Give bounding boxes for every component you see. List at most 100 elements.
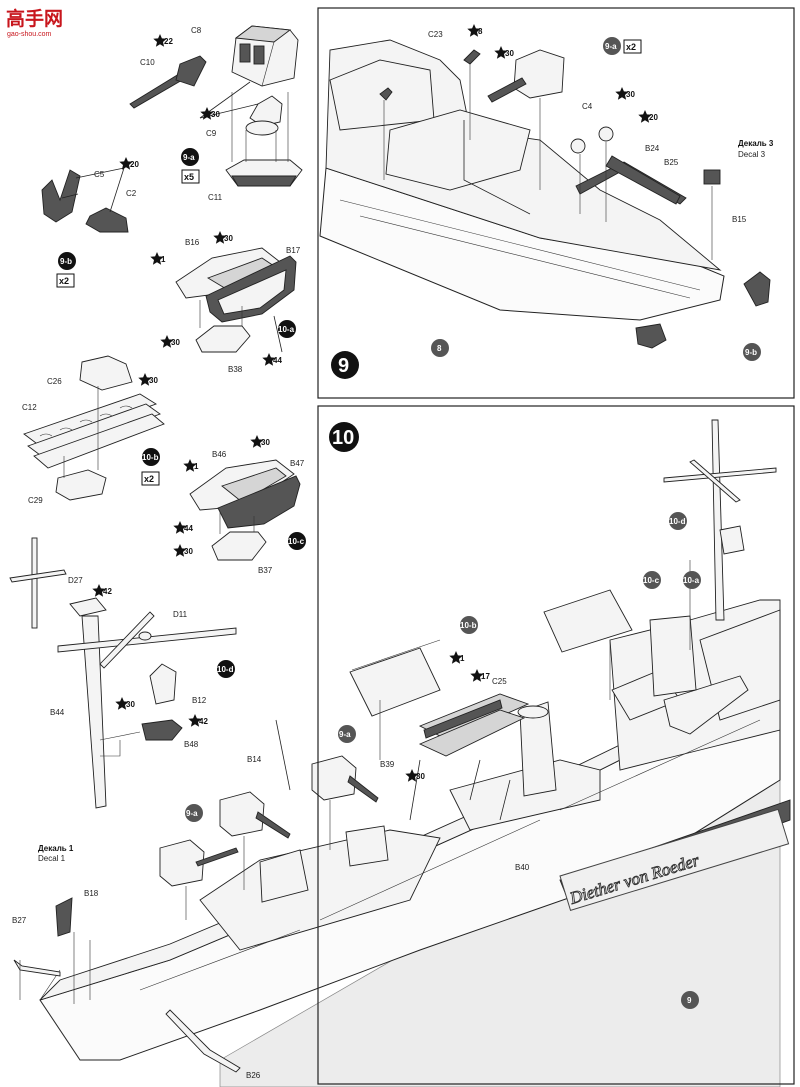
paint-code-label: 44 bbox=[273, 356, 282, 365]
paint-code-label: 20 bbox=[130, 160, 139, 169]
paint-code-label: 20 bbox=[649, 113, 658, 122]
label-B24: B24 bbox=[645, 144, 660, 153]
paint-code-label: 30 bbox=[149, 376, 158, 385]
paint-code-label: 8 bbox=[478, 27, 483, 36]
mult-x2-step9: x2 bbox=[626, 42, 636, 52]
paint-code-star-30: 30 bbox=[173, 544, 193, 557]
paint-code-label: 1 bbox=[194, 462, 199, 471]
label-B46: B46 bbox=[212, 450, 227, 459]
paint-code-label: 17 bbox=[481, 672, 490, 681]
label-C9: C9 bbox=[206, 129, 217, 138]
badge-10d-step10: 10-d bbox=[669, 517, 686, 526]
mult-x2-10b: x2 bbox=[144, 474, 154, 484]
paint-code-star-1: 1 bbox=[183, 459, 199, 472]
step-9-badge: 9 bbox=[338, 355, 349, 377]
step-number-badges: 9 10 bbox=[329, 351, 359, 452]
paint-code-star-30: 30 bbox=[615, 87, 635, 100]
site-logo: 高手网 gao-shou.com bbox=[4, 6, 74, 38]
label-C5: C5 bbox=[94, 170, 105, 179]
subassembly-10b-torpedo-tubes bbox=[23, 355, 165, 501]
paint-code-label: 1 bbox=[460, 654, 465, 663]
paint-code-star-8: 8 bbox=[467, 24, 483, 37]
step9-parts bbox=[379, 49, 771, 349]
decal-callouts: Декаль 1 Decal 1 Декаль 3 Decal 3 bbox=[38, 139, 774, 863]
badge-stand-9: 9 bbox=[687, 996, 692, 1005]
label-C25: C25 bbox=[492, 677, 507, 686]
paint-code-star-20: 20 bbox=[119, 157, 139, 170]
paint-code-label: 30 bbox=[626, 90, 635, 99]
badge-10d-left: 10-d bbox=[217, 665, 234, 674]
mult-x5: x5 bbox=[184, 172, 194, 182]
subassembly-10c-boat bbox=[189, 459, 301, 561]
label-C4: C4 bbox=[582, 102, 593, 111]
badge-10c-left: 10-c bbox=[288, 537, 305, 546]
step-9-frame bbox=[317, 7, 795, 399]
badge-9a-deck-2: 9-a bbox=[186, 809, 198, 818]
badge-hull-8: 8 bbox=[437, 344, 442, 353]
label-B40: B40 bbox=[515, 863, 530, 872]
step10-superstructure bbox=[349, 419, 777, 821]
paint-code-star-42: 42 bbox=[188, 714, 208, 727]
mult-x2-9b: x2 bbox=[59, 276, 69, 286]
paint-code-label: 42 bbox=[199, 717, 208, 726]
subassembly-9b-parts bbox=[41, 167, 129, 233]
badge-9b-step9: 9-b bbox=[745, 348, 757, 357]
subassembly-9a-turret bbox=[129, 25, 303, 187]
label-C10: C10 bbox=[140, 58, 155, 67]
paint-code-label: 30 bbox=[505, 49, 514, 58]
paint-code-star-30: 30 bbox=[138, 373, 158, 386]
badge-10c-step10: 10-c bbox=[643, 576, 660, 585]
decal-3-ru: Декаль 3 bbox=[738, 139, 774, 148]
label-B15: B15 bbox=[732, 215, 747, 224]
step-10-frame bbox=[317, 405, 795, 1085]
label-D11: D11 bbox=[173, 610, 188, 619]
paint-code-label: 30 bbox=[211, 110, 220, 119]
paint-code-star-30: 30 bbox=[494, 46, 514, 59]
subassembly-badges: 9-a 9-b 10-a 10-b 10-c 10-d 9-a 9-b 8 10… bbox=[58, 37, 761, 1009]
label-B12: B12 bbox=[192, 696, 207, 705]
label-C8: C8 bbox=[191, 26, 202, 35]
decal-1-en: Decal 1 bbox=[38, 854, 66, 863]
paint-code-star-1: 1 bbox=[150, 252, 166, 265]
badge-9a-step9: 9-a bbox=[605, 42, 617, 51]
badge-9b-left: 9-b bbox=[60, 257, 72, 266]
label-B37: B37 bbox=[258, 566, 273, 575]
paint-code-star-20: 20 bbox=[638, 110, 658, 123]
badge-9a-left: 9-a bbox=[183, 153, 195, 162]
paint-code-label: 22 bbox=[164, 37, 173, 46]
paint-code-star-44: 44 bbox=[173, 521, 193, 534]
label-B17: B17 bbox=[286, 246, 301, 255]
label-D27: D27 bbox=[68, 576, 83, 585]
paint-code-star-17: 17 bbox=[470, 669, 490, 682]
paint-code-star-1: 1 bbox=[449, 651, 465, 664]
badge-10b-step10: 10-b bbox=[460, 621, 477, 630]
paint-code-label: 30 bbox=[126, 700, 135, 709]
label-B18: B18 bbox=[84, 889, 99, 898]
label-B16: B16 bbox=[185, 238, 200, 247]
badge-9a-deck-1: 9-a bbox=[339, 730, 351, 739]
decal-1-ru: Декаль 1 bbox=[38, 844, 74, 853]
paint-code-star-30: 30 bbox=[115, 697, 135, 710]
step-10-badge: 10 bbox=[332, 427, 354, 449]
decal-3-en: Decal 3 bbox=[738, 150, 766, 159]
label-B38: B38 bbox=[228, 365, 243, 374]
badge-10a-left: 10-a bbox=[278, 325, 295, 334]
label-C2: C2 bbox=[126, 189, 137, 198]
paint-code-label: 30 bbox=[171, 338, 180, 347]
label-B14: B14 bbox=[247, 755, 262, 764]
subassembly-10a-boat bbox=[175, 247, 297, 353]
paint-code-label: 42 bbox=[103, 587, 112, 596]
paint-code-label: 1 bbox=[161, 255, 166, 264]
paint-code-star-30: 30 bbox=[160, 335, 180, 348]
paint-code-star-44: 44 bbox=[262, 353, 282, 366]
subassembly-10d-mast bbox=[9, 537, 237, 809]
label-B44: B44 bbox=[50, 708, 65, 717]
ship-hull-step10: Diether von Roeder bbox=[39, 599, 791, 1087]
label-C23: C23 bbox=[428, 30, 443, 39]
logo-text: 高手网 bbox=[6, 7, 63, 30]
part-labels: C8 C10 C9 C11 C5 C2 B16 B17 B38 C26 C12 … bbox=[12, 26, 747, 1080]
paint-code-label: 30 bbox=[224, 234, 233, 243]
badge-10b-left: 10-b bbox=[142, 453, 159, 462]
paint-code-star-42: 42 bbox=[92, 584, 112, 597]
